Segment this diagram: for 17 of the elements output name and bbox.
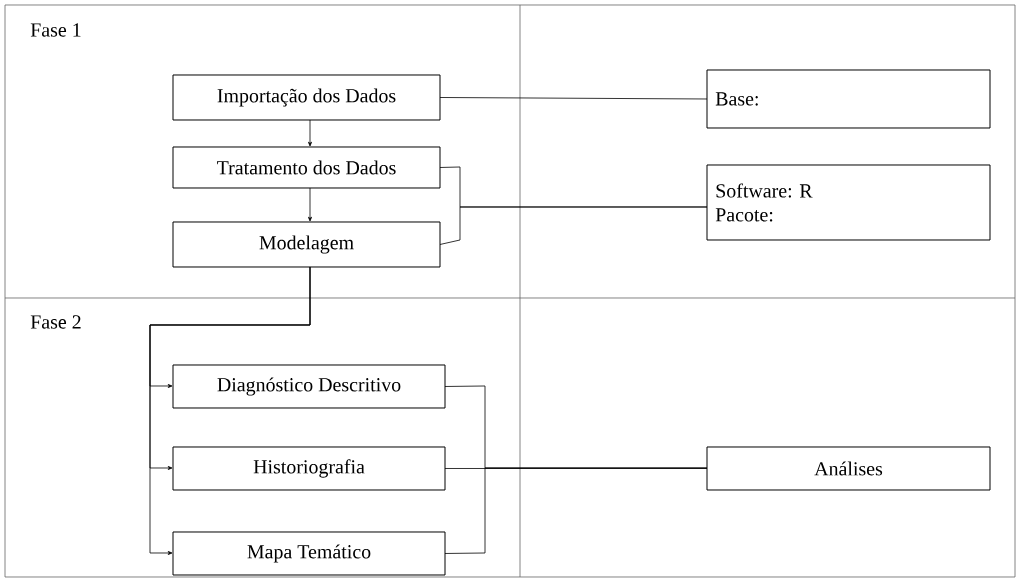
connector: [444, 467, 708, 554]
connector: [149, 266, 311, 555]
process-box: Análises: [706, 446, 991, 491]
process-box: Mapa Temático: [172, 531, 446, 576]
process-box: Tratamento dos Dados: [172, 146, 441, 189]
connector: [439, 97, 708, 100]
connector: [308, 187, 312, 222]
connector: [439, 206, 708, 245]
phase-label: Fase 1: [30, 23, 81, 37]
connector: [308, 119, 312, 147]
phase-label: Fase 2: [30, 315, 81, 329]
process-box: Software: R Pacote:: [706, 164, 991, 241]
process-box: Historiografia: [172, 446, 446, 491]
process-box: Diagnóstico Descritivo: [172, 364, 446, 409]
process-box: Modelagem: [172, 221, 441, 268]
process-box: Base:: [706, 69, 991, 129]
process-box: Importação dos Dados: [172, 74, 441, 121]
